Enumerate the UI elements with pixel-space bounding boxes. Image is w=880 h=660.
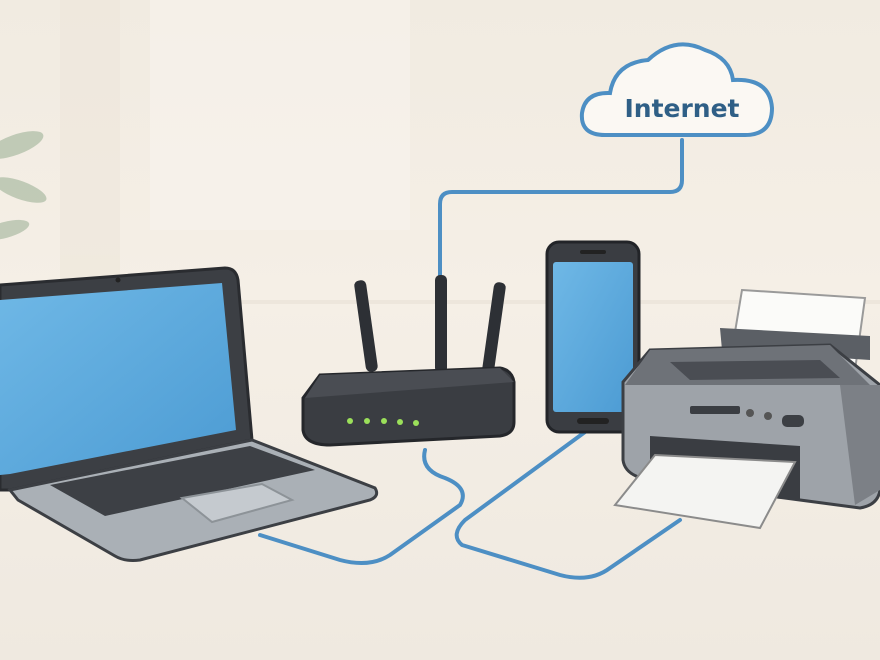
printer-button[interactable] [764, 412, 772, 420]
speaker-icon [580, 250, 606, 254]
cables [258, 138, 684, 580]
laptop-screen [0, 283, 236, 475]
cable-phone-printer [454, 430, 682, 580]
paper-out [613, 453, 797, 530]
router[interactable] [301, 275, 516, 447]
smartphone[interactable] [545, 240, 641, 434]
cable-internet-router [438, 138, 684, 280]
webcam-icon [115, 277, 121, 283]
power-button[interactable] [782, 415, 804, 427]
keyboard [50, 446, 315, 516]
printer-button[interactable] [746, 409, 754, 417]
touchpad [179, 482, 295, 524]
plant-icon [0, 131, 47, 241]
internet-cloud[interactable]: Internet [579, 42, 775, 137]
display-slot [690, 406, 740, 414]
printer[interactable] [613, 288, 880, 530]
phone-screen [553, 262, 633, 412]
status-leds [347, 418, 419, 426]
laptop[interactable] [0, 266, 379, 562]
cloud-label: Internet [624, 94, 739, 123]
home-button [577, 418, 609, 424]
cable-router-laptop [258, 448, 465, 566]
window-backdrop [0, 0, 880, 304]
